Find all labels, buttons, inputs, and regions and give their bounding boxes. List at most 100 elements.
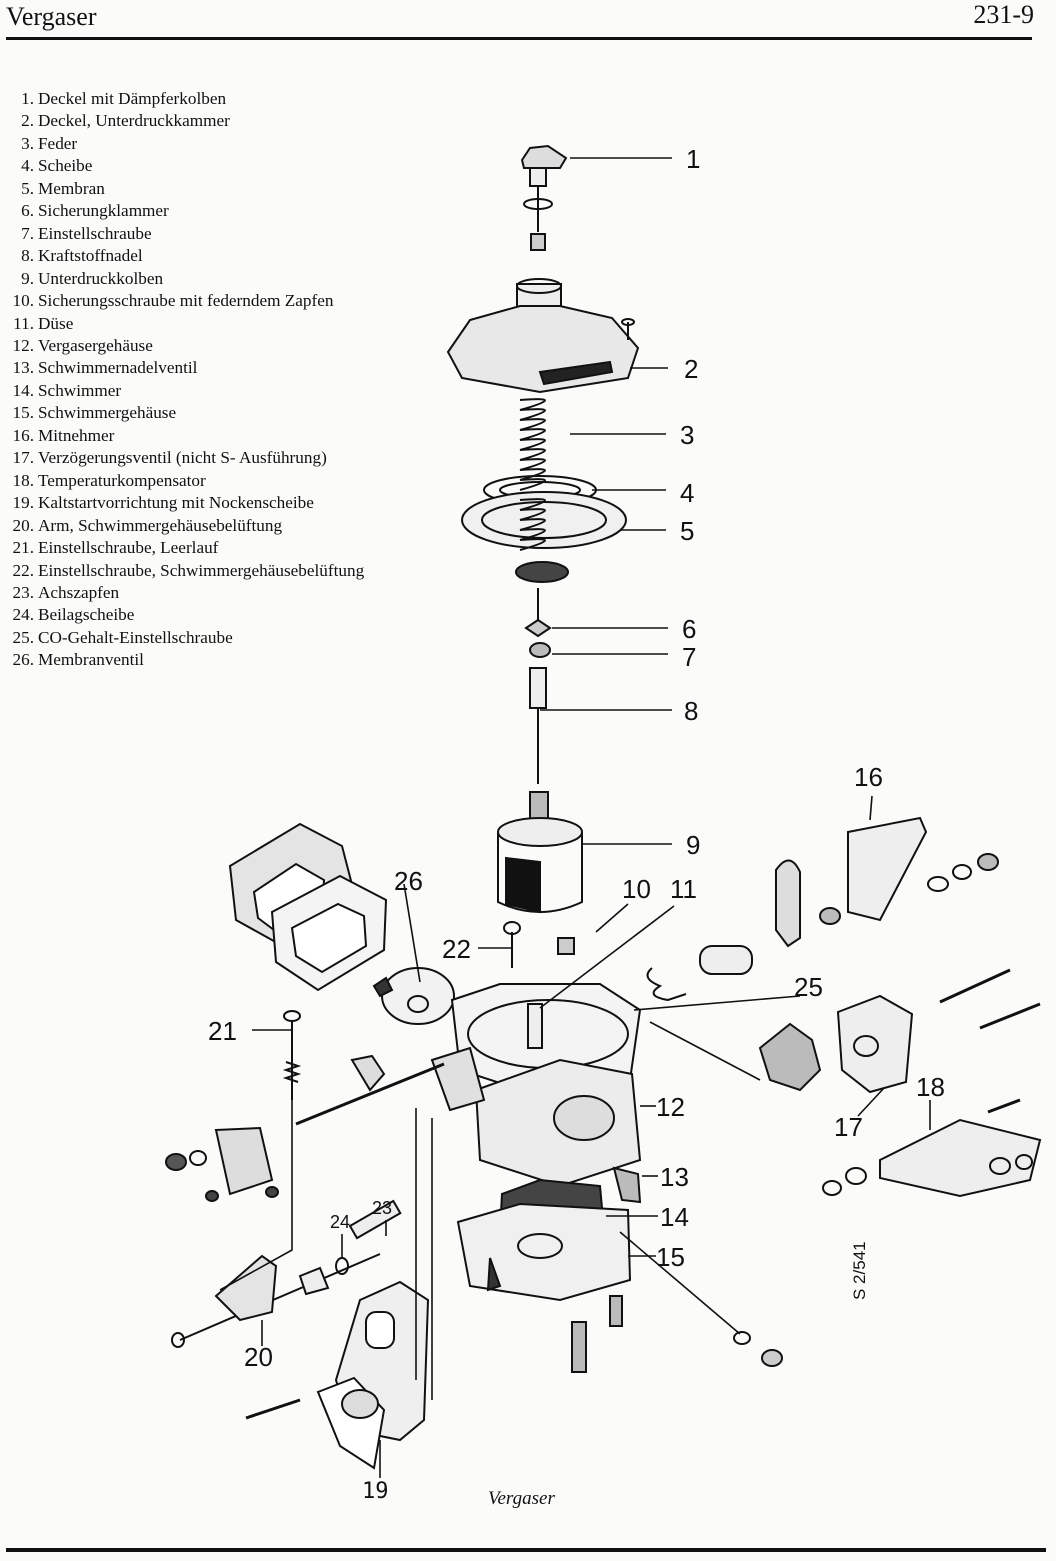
parts-list-item: 23.Achszapfen xyxy=(4,582,364,604)
part-number: 1. xyxy=(21,89,34,108)
part-number: 18. xyxy=(12,470,34,490)
parts-list-item: 6.Sicherungklammer xyxy=(4,200,364,222)
part-number: 21. xyxy=(12,538,34,558)
parts-list-item: 14.Schwimmer xyxy=(4,380,364,402)
part-number: 9. xyxy=(21,268,34,288)
part-label: Vergasergehäuse xyxy=(38,335,153,355)
parts-list-item: 22.Einstellschraube, Schwimmergehäusebel… xyxy=(4,560,365,582)
part-label: Verzögerungsventil (nicht S- Ausführung) xyxy=(38,448,327,468)
callout-12: 12 xyxy=(656,1092,685,1122)
part-24-shim-washer xyxy=(298,1257,349,1296)
part-label: Beilagscheibe xyxy=(38,605,135,625)
callout-26: 26 xyxy=(394,866,423,896)
part-label: CO-Gehalt-Einstellschraube xyxy=(38,627,233,647)
part-number: 26. xyxy=(12,650,34,670)
part-1-damper-cap xyxy=(520,144,568,251)
part-5-diaphragm xyxy=(461,491,627,583)
callout-6: 6 xyxy=(682,614,696,644)
part-number: 13. xyxy=(12,358,34,378)
part-number: 14. xyxy=(12,380,34,400)
part-8-fuel-needle xyxy=(529,667,547,784)
part-number: 2. xyxy=(21,111,34,131)
parts-list-item: 13.Schwimmernadelventil xyxy=(4,357,364,379)
part-number: 20. xyxy=(12,515,34,535)
page-number: 231-9 xyxy=(973,0,1034,29)
parts-list-item: 12.Vergasergehäuse xyxy=(4,335,364,357)
parts-list-item: 25.CO-Gehalt-Einstellschraube xyxy=(4,627,364,649)
part-23-pivot-pin xyxy=(348,1199,402,1240)
callout-11: 11 xyxy=(670,874,697,904)
callout-19: 19 xyxy=(362,1479,389,1504)
part-number: 22. xyxy=(12,560,34,580)
parts-list-item: 1.Deckel mit Dämpferkolben xyxy=(4,88,364,110)
part-label: Temperaturkompensator xyxy=(38,470,206,490)
part-label: Schwimmernadelventil xyxy=(38,358,198,378)
part-7-adjusting-screw xyxy=(529,642,551,658)
part-label: Deckel, Unterdruckkammer xyxy=(38,111,230,131)
parts-list-item: 2.Deckel, Unterdruckkammer xyxy=(4,110,364,132)
parts-list-item: 11.Düse xyxy=(4,313,364,335)
parts-list-item: 21.Einstellschraube, Leerlauf xyxy=(4,537,364,559)
callout-13: 13 xyxy=(660,1162,689,1192)
part-label: Sicherungklammer xyxy=(38,201,169,221)
callout-9: 9 xyxy=(686,830,700,860)
part-number: 10. xyxy=(12,291,34,311)
part-label: Kaltstartvorrichtung mit Nockenscheibe xyxy=(38,493,314,513)
callout-14: 14 xyxy=(660,1202,689,1232)
callout-17: 17 xyxy=(834,1112,863,1142)
part-22-vent-screw xyxy=(503,921,575,968)
part-label: Düse xyxy=(38,313,74,333)
part-label: Schwimmergehäuse xyxy=(38,403,177,423)
part-number: 17. xyxy=(12,448,34,468)
footer-divider xyxy=(6,1548,1046,1552)
callout-1: 1 xyxy=(686,144,700,174)
part-label: Unterdruckkolben xyxy=(38,268,164,288)
parts-list-item: 4.Scheibe xyxy=(4,155,364,177)
callout-21: 21 xyxy=(208,1016,237,1046)
part-number: 12. xyxy=(12,335,34,355)
part-number: 11. xyxy=(13,313,34,333)
callout-22: 22 xyxy=(442,934,471,964)
figure-caption: Vergaser xyxy=(488,1488,555,1509)
callout-18: 18 xyxy=(916,1072,945,1102)
part-number: 19. xyxy=(12,493,34,513)
part-number: 24. xyxy=(12,605,34,625)
flange-gaskets xyxy=(228,822,388,992)
part-label: Arm, Schwimmergehäusebelüftung xyxy=(38,515,283,535)
part-number: 3. xyxy=(21,133,34,153)
part-label: Einstellschraube, Schwimmergehäusebelüft… xyxy=(38,560,365,580)
callout-16: 16 xyxy=(854,762,883,792)
callout-3: 3 xyxy=(680,420,694,450)
part-19-cold-start-device xyxy=(245,1280,430,1470)
parts-list-item: 5.Membran xyxy=(4,178,364,200)
part-21-idle-screw xyxy=(282,1010,302,1100)
part-number: 8. xyxy=(21,246,34,266)
part-label: Scheibe xyxy=(38,156,93,176)
part-label: Mitnehmer xyxy=(38,425,115,445)
part-number: 25. xyxy=(12,627,34,647)
part-number: 23. xyxy=(12,582,34,602)
callout-2: 2 xyxy=(684,354,698,384)
part-17-delay-valve xyxy=(758,994,914,1094)
part-25-co-adjusting-screw xyxy=(646,945,1041,1030)
drawing-code: S 2/541 xyxy=(850,1241,869,1300)
part-label: Deckel mit Dämpferkolben xyxy=(38,89,227,108)
part-9-vacuum-piston xyxy=(497,791,583,914)
callout-4: 4 xyxy=(680,478,694,508)
part-number: 16. xyxy=(12,425,34,445)
part-label: Achszapfen xyxy=(38,582,120,602)
parts-list-item: 17.Verzögerungsventil (nicht S- Ausführu… xyxy=(4,447,364,469)
part-13-float-needle-valve xyxy=(612,1166,642,1204)
throttle-shaft xyxy=(165,1054,445,1202)
parts-list-item: 24.Beilagscheibe xyxy=(4,604,364,626)
part-label: Membran xyxy=(38,178,105,198)
part-number: 5. xyxy=(21,178,34,198)
part-label: Einstellschraube, Leerlauf xyxy=(38,538,219,558)
part-label: Feder xyxy=(38,133,78,153)
parts-list-item: 7.Einstellschraube xyxy=(4,223,364,245)
part-label: Sicherungsschraube mit federndem Zapfen xyxy=(38,291,334,311)
header-divider xyxy=(6,37,1032,40)
parts-list-item: 8.Kraftstoffnadel xyxy=(4,245,364,267)
